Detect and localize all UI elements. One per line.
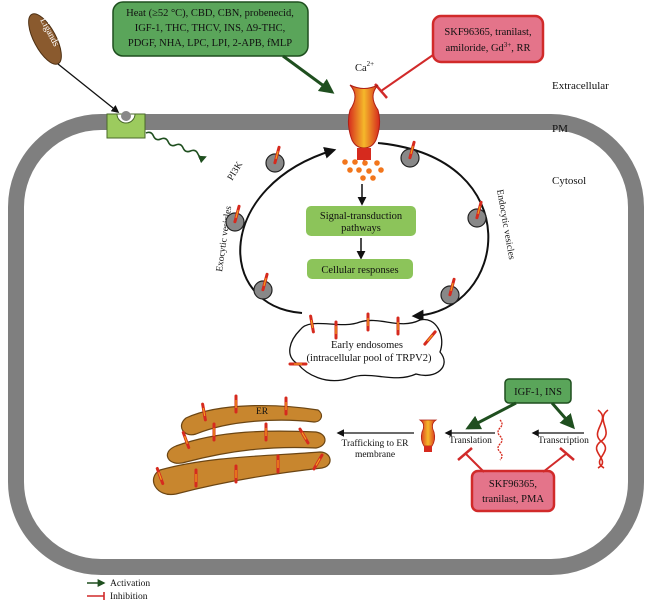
activators-line1: Heat (≥52 °C), CBD, CBN, probenecid, [126,8,294,19]
pi3k-label: PI3K [226,160,245,182]
inhibitors-top-line2: amiloride, Gd3+, RR [445,41,530,54]
calcium-ions [342,159,384,181]
inhibitors-bottom-box [470,469,556,513]
activators-line2: IGF-1, THC, THCV, INS, Δ9-THC, [135,23,286,34]
igf-to-transcription-arrow [550,402,575,430]
receptor [106,111,146,139]
pi3k-wavy-arrow [145,131,207,164]
endoplasmic-reticulum [153,404,331,496]
inhibition-bar-translation [457,447,473,461]
cellular-responses-box [307,259,413,279]
inhibition-bar-transcription [559,447,575,461]
legend-inhibition-label: Inhibition [110,592,148,602]
vesicle-exo-bottom [254,274,272,299]
calcium-label: Ca2+ [355,60,374,74]
inhibition-line-translation [465,453,485,473]
ligands-oval [28,13,62,65]
early-endosome-membrane [289,318,445,382]
inhibitors-bottom-line2: tranilast, PMA [482,494,544,505]
activators-box [112,1,309,57]
activators-line3: PDGF, NHA, LPC, LPI, 2-APB, fMLP [128,38,292,49]
pm-label: PM [552,123,568,135]
trafficking-line2: membrane [355,450,395,460]
er-label: ER [256,407,269,417]
exocytic-arc [239,146,337,314]
endocytic-arc [377,142,490,322]
plasma-membrane [8,114,644,575]
inhibitors-top-box [431,14,545,64]
inhibitors-top-line1: SKF96365, tranilast, [444,27,531,38]
signal-transduction-box [306,206,416,236]
igf-to-translation-arrow [465,401,517,430]
legend-activation-label: Activation [110,579,150,589]
endocytic-label: Endocytic vesicles [494,189,516,261]
translation-label: Translation [449,436,492,446]
new-channel-icon [418,419,438,452]
trafficking-line1: Trafficking to ER [341,438,409,449]
inhibitors-bottom-line1: SKF96365, [489,479,537,490]
dna-icon [595,409,609,469]
endosomes-line2: (intracellular pool of TRPV2) [307,353,432,364]
mrna-icon [497,419,503,461]
signal-line1: Signal-transduction [320,211,403,222]
vesicle-endo-top [401,142,419,167]
igf-ins-label: IGF-1, INS [514,387,562,398]
inhibition-line-top [380,54,434,92]
inhibition-line-transcription [542,453,567,473]
ligand-arrow [57,63,120,113]
endosomes-line1: Early endosomes [331,340,403,351]
cellular-responses-label: Cellular responses [321,265,398,276]
igf-ins-box [504,378,572,404]
cytosol-label: Cytosol [552,175,586,187]
extracellular-label: Extracellular [552,80,609,92]
vesicle-exo-top [266,147,284,172]
transcription-label: Transcription [538,436,589,446]
activation-arrow-top [282,54,335,94]
vesicle-endo-bottom [441,279,459,304]
signal-line2: pathways [341,223,381,234]
